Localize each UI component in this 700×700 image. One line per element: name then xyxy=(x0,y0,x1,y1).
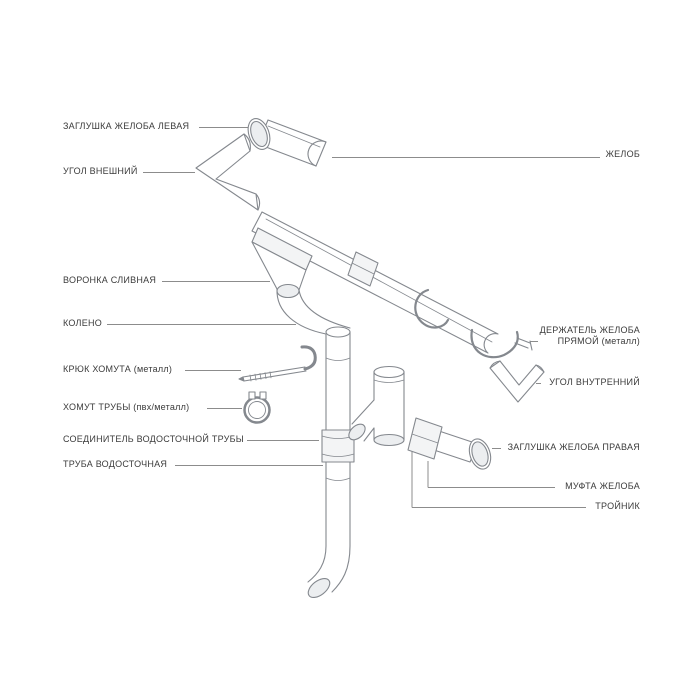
label-inner-corner: УГОЛ ВНУТРЕННИЙ xyxy=(549,377,640,387)
label-gutter-end-cap-left: ЗАГЛУШКА ЖЕЛОБА ЛЕВАЯ xyxy=(63,121,190,131)
gutter-coupling-art xyxy=(407,417,443,460)
elbow-art xyxy=(276,288,351,335)
gutter-holder-art xyxy=(470,328,533,359)
gutter-run-art xyxy=(251,211,499,354)
gutter-sleeve-art xyxy=(347,251,379,287)
gutter-bracket-art xyxy=(414,288,450,329)
label-clamp-hook: КРЮК ХОМУТА (металл) xyxy=(63,364,173,374)
label-elbow: КОЛЕНО xyxy=(63,318,102,328)
label-gutter-coupling: МУФТА ЖЕЛОБА xyxy=(565,481,640,491)
label-gutter-end-cap-right: ЗАГЛУШКА ЖЕЛОБА ПРАВАЯ xyxy=(507,442,640,452)
pipe-clamp-art xyxy=(243,391,271,424)
outer-corner-art xyxy=(195,133,261,211)
label-downpipe-connector: СОЕДИНИТЕЛЬ ВОДОСТОЧНОЙ ТРУБЫ xyxy=(63,434,244,444)
label-tee: ТРОЙНИК xyxy=(595,501,640,511)
inner-corner-art xyxy=(489,360,545,403)
tee-art xyxy=(348,365,405,447)
drain-funnel-art xyxy=(251,227,313,299)
gutter-end-cap-left-art xyxy=(247,118,327,167)
label-outer-corner: УГОЛ ВНЕШНИЙ xyxy=(63,166,138,176)
leader-lines xyxy=(107,127,600,508)
label-gutter-holder-straight: ДЕРЖАТЕЛЬ ЖЕЛОБА ПРЯМОЙ (металл) xyxy=(539,325,640,346)
label-drain-funnel: ВОРОНКА СЛИВНАЯ xyxy=(63,275,157,285)
downpipe-art xyxy=(307,326,351,599)
label-downpipe: ТРУБА ВОДОСТОЧНАЯ xyxy=(63,459,168,469)
label-pipe-clamp: ХОМУТ ТРУБЫ (пвх/металл) xyxy=(63,402,190,412)
label-gutter: ЖЕЛОБ xyxy=(605,149,640,159)
clamp-hook-art xyxy=(238,345,317,382)
